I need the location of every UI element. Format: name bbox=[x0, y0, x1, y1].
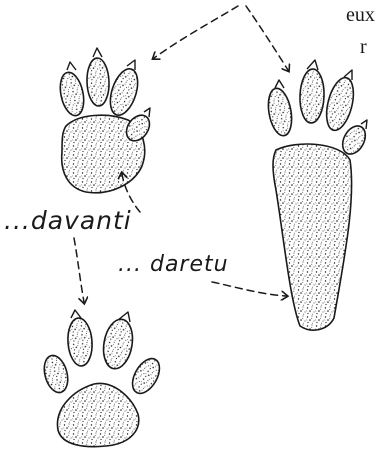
front-paw-bottom-pad bbox=[57, 383, 138, 446]
front-paw-top-toe-1 bbox=[57, 70, 88, 118]
arrow-back-label-to-hind-paw bbox=[212, 282, 286, 296]
arrow-front-label-down bbox=[74, 238, 84, 302]
text-fragment-top: eux bbox=[346, 4, 375, 27]
front-paw-top-toe-2 bbox=[86, 58, 110, 107]
hind-paw-toe-3 bbox=[322, 75, 358, 133]
front-paw-bottom-toe-1 bbox=[40, 353, 71, 395]
label-front: ...davanti bbox=[4, 206, 132, 235]
hind-paw-toe-2 bbox=[299, 69, 325, 124]
arrow-to-hind-paw bbox=[246, 6, 288, 70]
arrow-to-front-paw bbox=[154, 6, 238, 58]
front-paw-top bbox=[57, 48, 155, 193]
hind-paw-toe-1 bbox=[265, 86, 295, 137]
hind-paw bbox=[265, 60, 370, 330]
label-back: ... daretu bbox=[118, 252, 229, 277]
text-fragment-second: r bbox=[360, 36, 367, 59]
front-paw-bottom-toe-4 bbox=[127, 354, 165, 398]
front-paw-top-toe-3 bbox=[105, 65, 143, 118]
front-paw-bottom bbox=[40, 310, 165, 447]
hind-paw-sole bbox=[273, 144, 352, 330]
front-paw-bottom-toe-2 bbox=[66, 317, 93, 367]
front-paw-bottom-toe-3 bbox=[100, 317, 136, 371]
